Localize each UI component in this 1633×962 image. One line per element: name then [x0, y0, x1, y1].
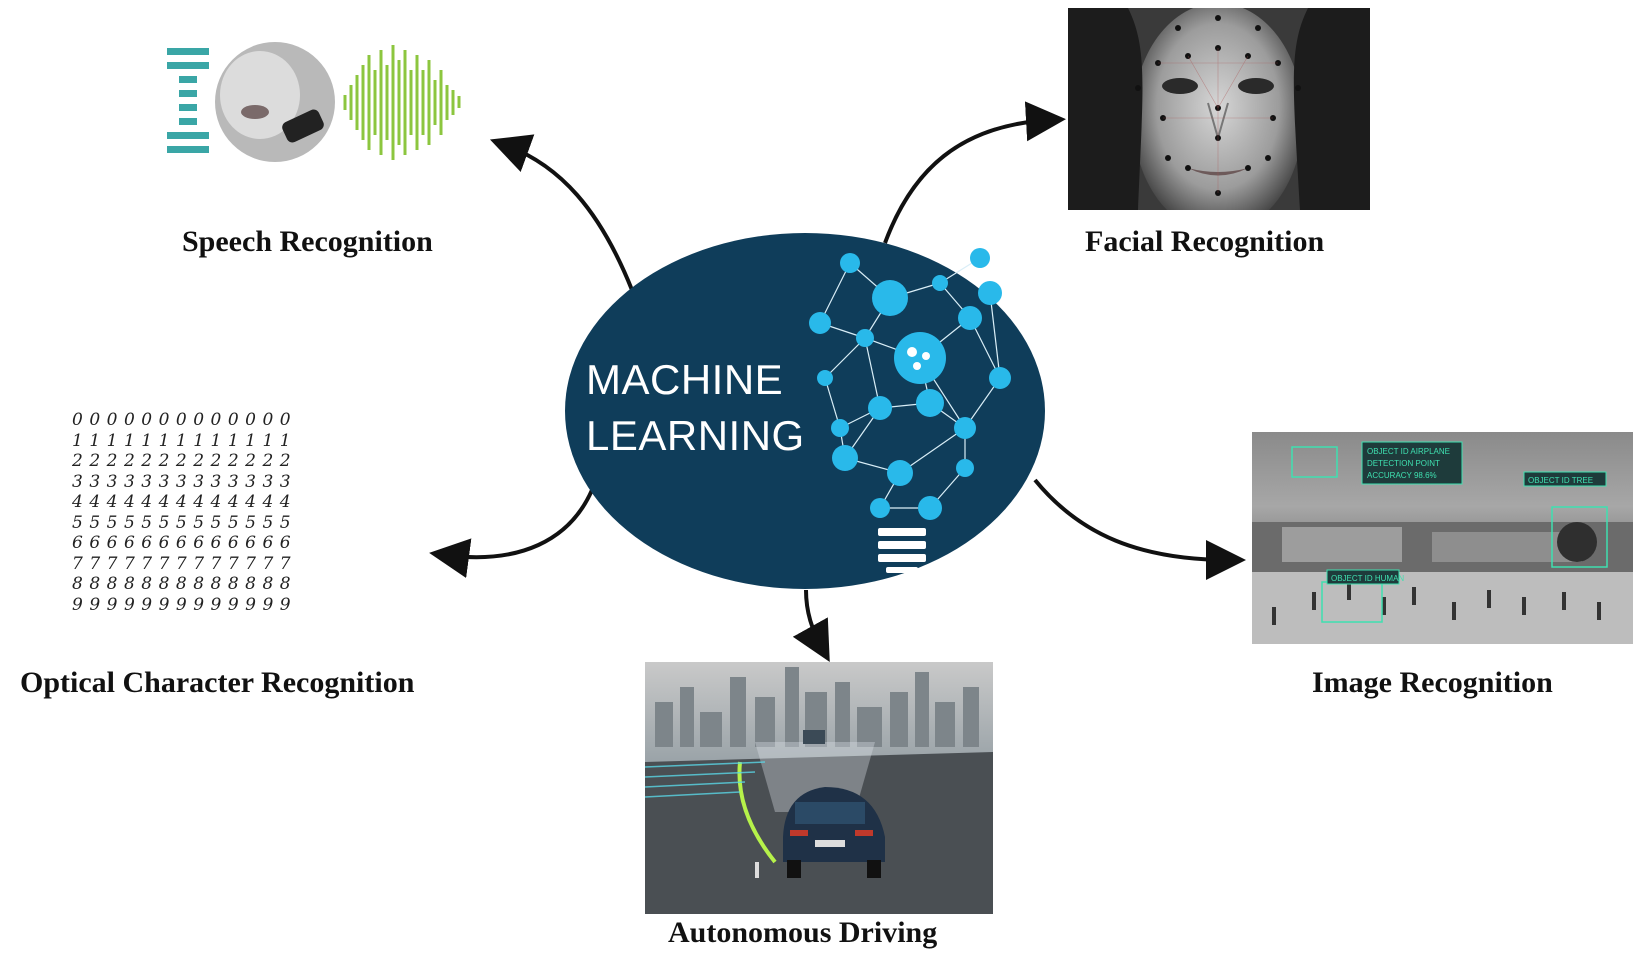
bulb-base-icon	[878, 528, 926, 573]
digits-row: 0000000000000	[72, 410, 298, 430]
digits-row: 4444444444444	[72, 492, 298, 512]
arrow-to-ocr	[429, 489, 594, 578]
gear-icon	[907, 347, 930, 370]
autonomous-driving-label: Autonomous Driving	[668, 916, 938, 949]
detection-tag-1-line3: ACCURACY 98.6%	[1367, 471, 1437, 480]
detection-tag-3: OBJECT ID HUMAN	[1331, 574, 1404, 583]
image-recognition-label: Image Recognition	[1312, 666, 1553, 699]
face-landmarks-photo	[1068, 8, 1370, 210]
digits-row: 6666666666666	[72, 533, 298, 553]
arrow-to-driving	[792, 589, 830, 662]
handwritten-digits-grid: 0000000000000 1111111111111 222222222222…	[72, 410, 412, 615]
detection-tag-1-line2: DETECTION POINT	[1367, 459, 1440, 468]
facial-recognition-label: Facial Recognition	[1085, 225, 1325, 258]
arrow-to-speech	[489, 134, 634, 291]
digits-row: 8888888888888	[72, 574, 298, 594]
digits-row: 2222222222222	[72, 451, 298, 471]
ibm-bars-icon	[167, 48, 209, 153]
digits-row: 7777777777777	[72, 553, 298, 574]
right-eye	[1238, 78, 1274, 94]
ocr-label: Optical Character Recognition	[20, 666, 415, 699]
digits-row: 3333333333333	[72, 471, 298, 492]
hub-title: MACHINE LEARNING	[586, 352, 805, 464]
object-detection-photo: OBJECT ID AIRPLANE DETECTION POINT ACCUR…	[1252, 432, 1633, 644]
detection-tag-1-line1: OBJECT ID AIRPLANE	[1367, 447, 1450, 456]
arrow-to-image	[1033, 478, 1246, 580]
arrow-to-facial	[883, 101, 1066, 244]
speech-waveform-icon	[167, 42, 461, 162]
speech-recognition-label: Speech Recognition	[182, 225, 433, 258]
microphone-icon	[282, 109, 324, 143]
digits-row: 9999999999999	[72, 594, 298, 615]
digits-row: 5555555555555	[72, 512, 298, 533]
digits-row: 1111111111111	[72, 430, 298, 451]
left-eye	[1162, 78, 1198, 94]
sound-wave-icon	[343, 45, 461, 160]
lightbulb-nodes	[809, 248, 1011, 520]
detection-tag-2: OBJECT ID TREE	[1528, 476, 1593, 485]
hub-title-line1: MACHINE	[586, 356, 784, 403]
hub-ellipse	[565, 233, 1045, 589]
self-driving-car-photo	[645, 662, 993, 914]
hub-title-line2: LEARNING	[586, 412, 805, 459]
